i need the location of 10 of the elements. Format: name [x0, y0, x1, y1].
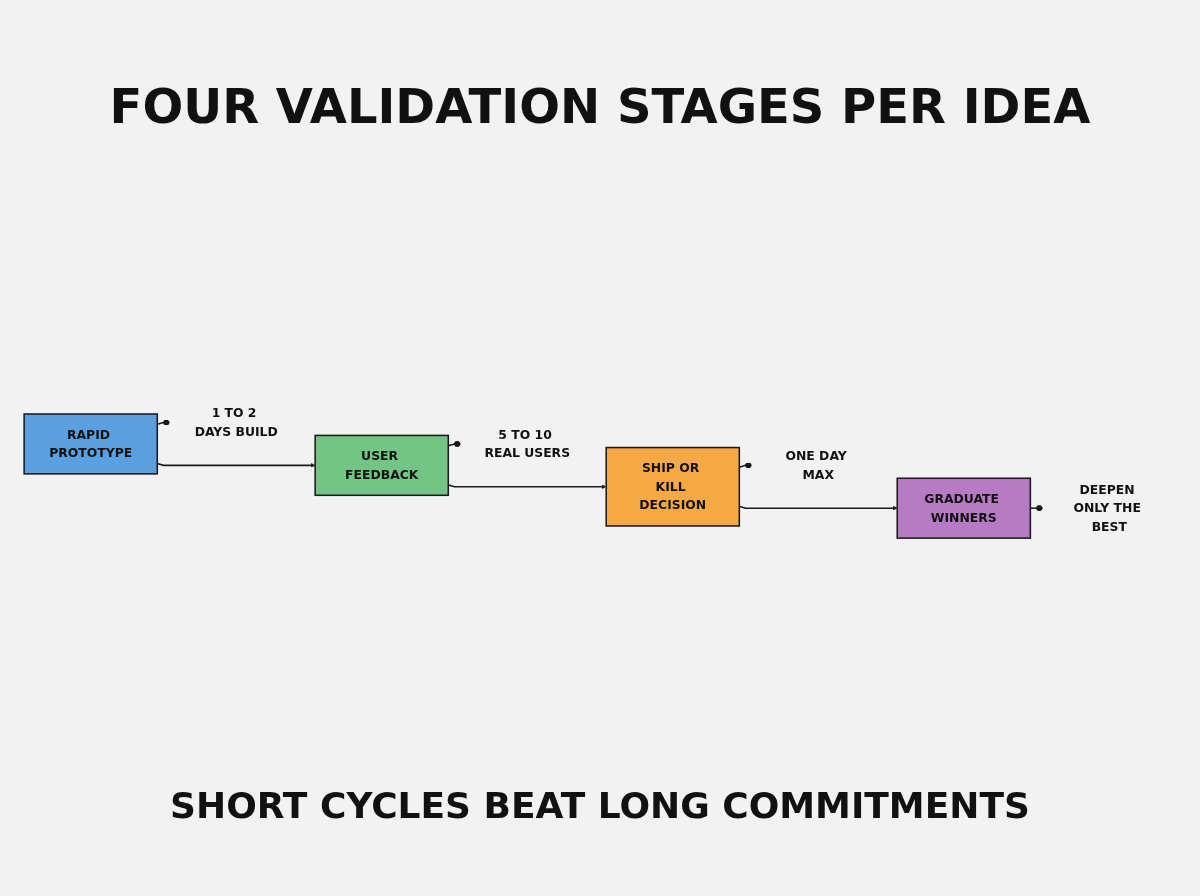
node-box: USER FEEDBACK [314, 434, 450, 497]
node-text: 5 TO 10 REAL USERS [484, 427, 571, 461]
node-text: ONE DAY MAX [785, 448, 847, 482]
diagram-title: FOUR VALIDATION STAGES PER IDEA [109, 78, 1091, 134]
node-box: RAPID PROTOTYPE [23, 413, 159, 475]
node-box: GRADUATE WINNERS [896, 477, 1032, 539]
node-box: SHIP OR KILL DECISION [605, 446, 741, 527]
caption-text: SHORT CYCLES BEAT LONG COMMITMENTS [170, 785, 1030, 826]
node-text: DEEPEN ONLY THE BEST [1073, 482, 1141, 534]
node-text: 1 TO 2 DAYS BUILD [194, 406, 278, 440]
